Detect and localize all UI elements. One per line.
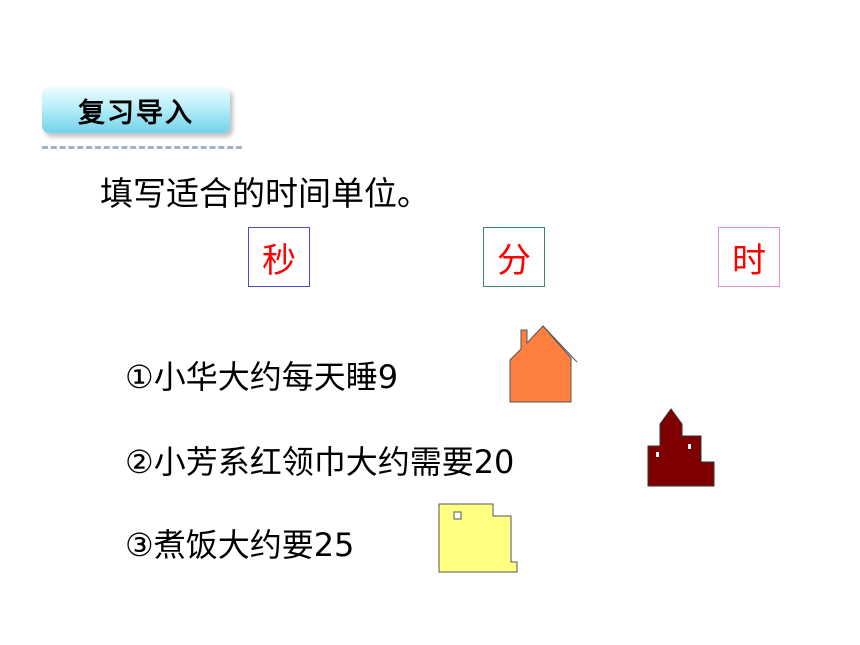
unit-card-second[interactable]: 秒 (248, 227, 310, 287)
building-icon[interactable] (437, 500, 521, 574)
unit-label-minute: 分 (497, 240, 531, 281)
house-icon[interactable] (505, 322, 581, 404)
section-tag: 复习导入 (42, 87, 230, 133)
castle-icon[interactable] (646, 406, 716, 488)
instruction-text: 填写适合的时间单位。 (100, 174, 430, 213)
unit-card-minute[interactable]: 分 (483, 227, 545, 287)
question-2: ②小芳系红领巾大约需要20 (125, 443, 515, 481)
unit-label-second: 秒 (262, 240, 296, 281)
question-3: ③煮饭大约要25 (125, 526, 355, 564)
unit-card-hour[interactable]: 时 (718, 227, 780, 287)
unit-label-hour: 时 (732, 240, 766, 281)
section-divider (42, 146, 242, 149)
question-1: ①小华大约每天睡9 (125, 358, 399, 396)
section-tag-label: 复习导入 (78, 97, 194, 129)
